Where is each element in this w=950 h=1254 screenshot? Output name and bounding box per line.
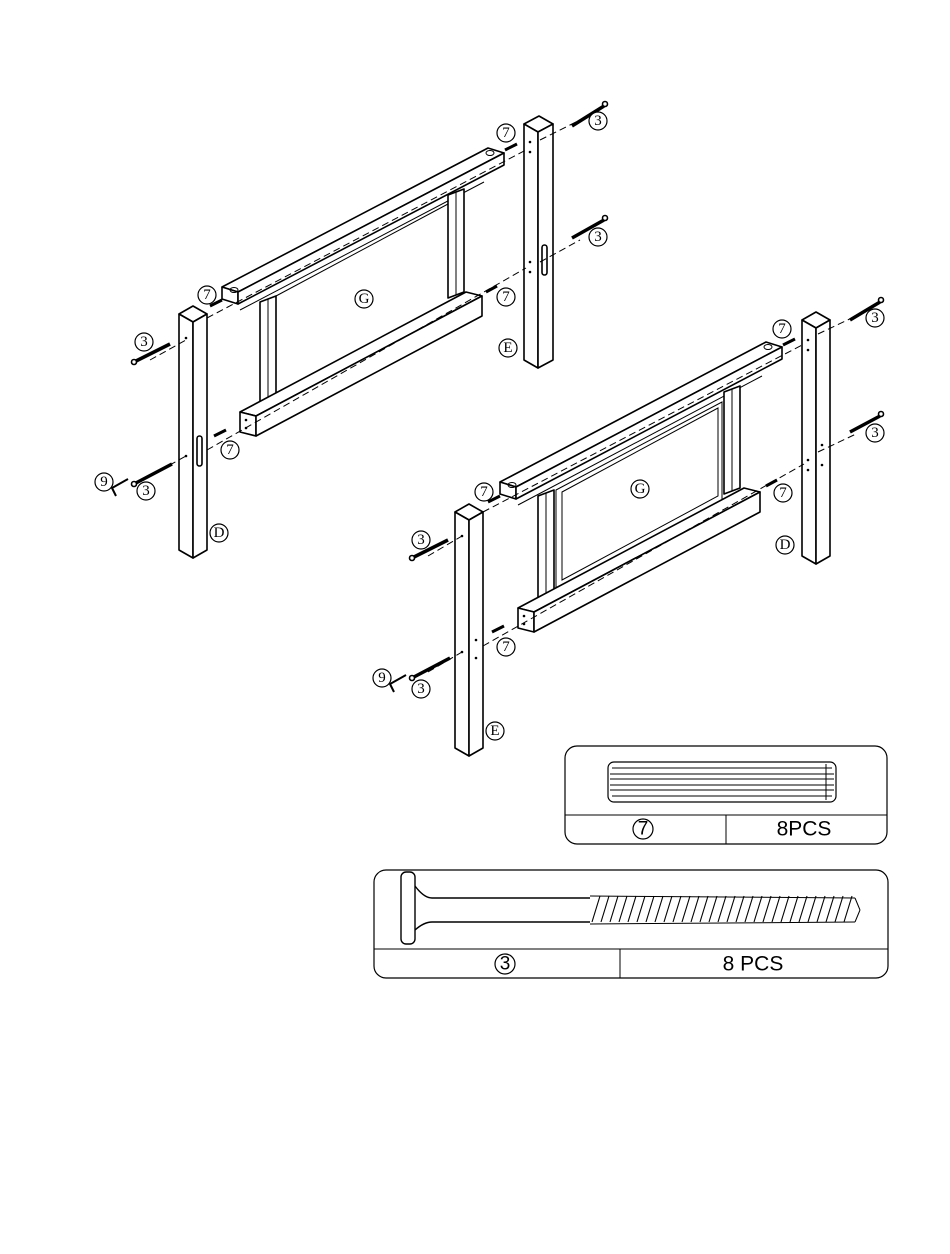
svg-text:7: 7 bbox=[502, 125, 510, 141]
svg-text:9: 9 bbox=[378, 670, 386, 686]
parts-box-bolt: 3 8 PCS bbox=[374, 870, 888, 978]
frame-1-screw-callout: 3 bbox=[135, 333, 153, 351]
svg-text:3: 3 bbox=[594, 113, 602, 129]
frame-1-dowel-callout: 7 bbox=[497, 124, 515, 142]
frame-2-screw-callout: 3 bbox=[412, 680, 430, 698]
frame-2-panel-label: G bbox=[631, 480, 649, 498]
frame-2-allen-wrench-icon bbox=[390, 675, 406, 692]
frame-2-dowel-callout: 7 bbox=[774, 484, 792, 502]
frame-1-screw-callout: 3 bbox=[589, 228, 607, 246]
frame-1-dowel-callout: 7 bbox=[221, 441, 239, 459]
svg-text:G: G bbox=[359, 291, 370, 307]
parts-box-dowel: 7 8PCS bbox=[565, 746, 887, 844]
frame-2-dowel-callout: 7 bbox=[475, 483, 493, 501]
frame-1-screw-callout: 3 bbox=[589, 112, 607, 130]
svg-text:3: 3 bbox=[871, 310, 879, 326]
svg-text:7: 7 bbox=[779, 485, 787, 501]
svg-text:D: D bbox=[214, 525, 225, 541]
svg-text:7: 7 bbox=[480, 484, 488, 500]
svg-text:3: 3 bbox=[142, 483, 150, 499]
svg-text:7: 7 bbox=[502, 639, 510, 655]
frame-2-screw-callout: 3 bbox=[866, 424, 884, 442]
svg-text:G: G bbox=[635, 481, 646, 497]
bolt-part-number: 3 bbox=[495, 954, 515, 975]
frame-2-right-post-label: D bbox=[776, 536, 794, 554]
svg-text:E: E bbox=[503, 340, 512, 356]
svg-text:3: 3 bbox=[594, 229, 602, 245]
svg-text:7: 7 bbox=[638, 819, 649, 840]
svg-text:3: 3 bbox=[417, 681, 425, 697]
svg-text:3: 3 bbox=[871, 425, 879, 441]
frame-1-dowel-callout: 7 bbox=[497, 288, 515, 306]
frame-2-screw-callout: 3 bbox=[866, 309, 884, 327]
svg-text:D: D bbox=[780, 537, 791, 553]
frame-1-left-post bbox=[179, 306, 207, 558]
wooden-dowel-icon bbox=[608, 762, 836, 802]
frame-2-dowel-callout: 7 bbox=[773, 320, 791, 338]
svg-text:7: 7 bbox=[778, 321, 786, 337]
frame-2-assembly: G E D 7 7 7 7 3 3 3 3 9 bbox=[373, 298, 884, 757]
frame-1-panel-label: G bbox=[355, 290, 373, 308]
bolt-quantity: 8 PCS bbox=[723, 953, 784, 976]
frame-2-left-post bbox=[455, 504, 483, 756]
frame-1-right-post-label: E bbox=[499, 339, 517, 357]
frame-1-dowel-callout: 7 bbox=[198, 286, 216, 304]
svg-text:3: 3 bbox=[140, 334, 148, 350]
frame-1-left-post-label: D bbox=[210, 524, 228, 542]
frame-2-dowel-callout: 7 bbox=[497, 638, 515, 656]
dowel-quantity: 8PCS bbox=[777, 818, 832, 841]
svg-text:E: E bbox=[490, 723, 499, 739]
frame-1-allen-wrench-icon bbox=[112, 479, 128, 496]
frame-1-wrench-callout: 9 bbox=[95, 473, 113, 491]
dowel-part-number: 7 bbox=[633, 819, 653, 840]
frame-1-right-post bbox=[524, 116, 553, 368]
frame-2-right-post bbox=[802, 312, 830, 564]
svg-text:3: 3 bbox=[417, 532, 425, 548]
frame-2-screw-callout: 3 bbox=[412, 531, 430, 549]
frame-1-screw-callout: 3 bbox=[137, 482, 155, 500]
svg-text:9: 9 bbox=[100, 474, 108, 490]
svg-text:3: 3 bbox=[500, 954, 511, 975]
svg-text:7: 7 bbox=[226, 442, 234, 458]
frame-2-left-post-label: E bbox=[486, 722, 504, 740]
svg-text:7: 7 bbox=[502, 289, 510, 305]
svg-text:7: 7 bbox=[203, 287, 211, 303]
frame-2-wrench-callout: 9 bbox=[373, 669, 391, 687]
